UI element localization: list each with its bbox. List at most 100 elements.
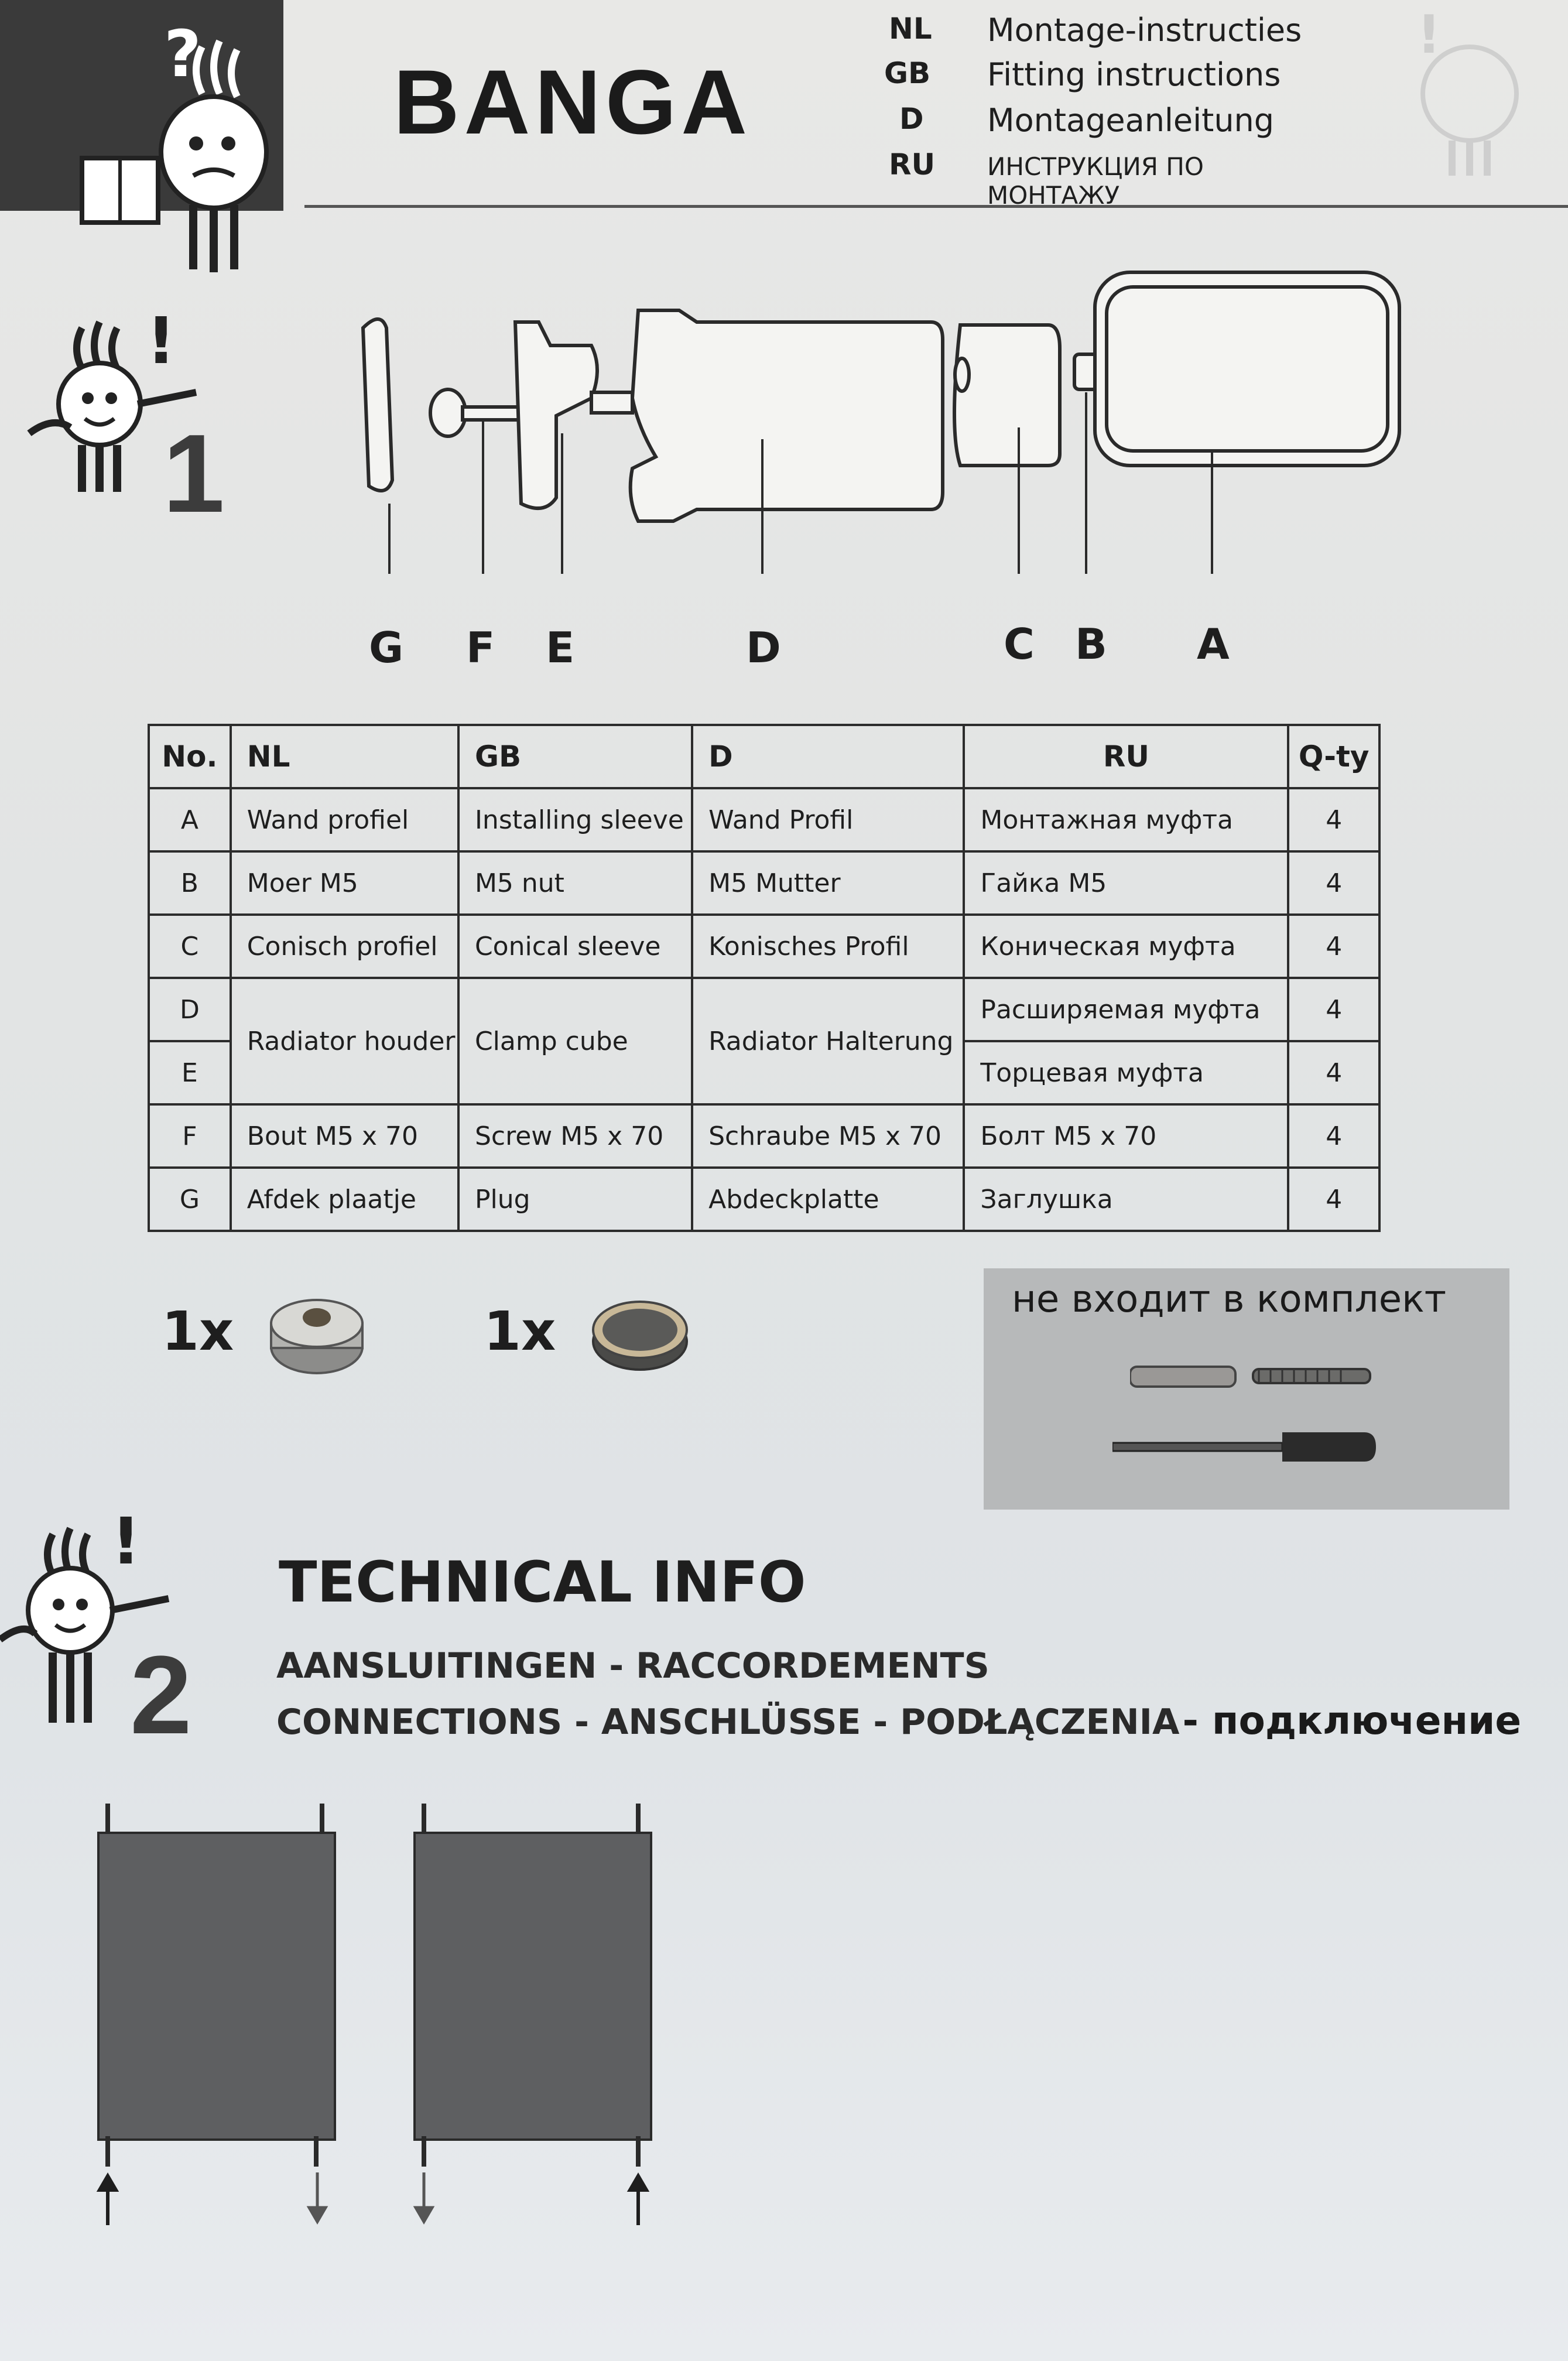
cell-no: A: [148, 787, 232, 853]
radiator-body: [97, 1832, 336, 2141]
cap-plug-icon: [592, 1301, 688, 1371]
cell-qty: 4: [1287, 977, 1381, 1042]
connections-line2-ru: - подключение: [1182, 1698, 1522, 1743]
pipe-stub: [422, 1804, 426, 1834]
table-header: No.: [148, 724, 232, 789]
arrow-down-icon: [413, 2172, 435, 2225]
arrow-down-icon: [306, 2172, 328, 2225]
table-header-row: No. NL GB D RU Q-ty: [148, 724, 1381, 789]
cell-gb: Conical sleeve: [457, 913, 694, 979]
cell-nl: Bout M5 x 70: [229, 1103, 460, 1169]
pipe-stub: [314, 2136, 319, 2167]
cell-ru: Расширяемая муфта: [963, 977, 1290, 1042]
svg-text:!: !: [1417, 6, 1441, 66]
pipe-stub: [422, 2136, 426, 2167]
cell-no: C: [148, 913, 232, 979]
extra-item1-qty: 1x: [162, 1300, 234, 1363]
radiator-diagram-2: [398, 1804, 667, 2225]
part-label-d: D: [746, 623, 781, 672]
cell-d: Schraube M5 x 70: [691, 1103, 966, 1169]
parts-table: No. NL GB D RU Q-ty A Wand profiel Insta…: [148, 724, 1381, 1232]
table-row: D Radiator houder Clamp cube Radiator Ha…: [148, 977, 1381, 1106]
table-row: C Conisch profiel Conical sleeve Konisch…: [148, 913, 1381, 979]
table-header: D: [691, 724, 966, 789]
lang-code: RU: [889, 148, 936, 182]
pipe-stub: [105, 1804, 110, 1834]
part-label-g: G: [369, 623, 404, 672]
cell-d: Radiator Halterung: [691, 977, 966, 1106]
part-label-b: B: [1075, 620, 1107, 669]
cell-no: E: [148, 1040, 232, 1106]
cell-d: M5 Mutter: [691, 850, 966, 916]
lang-text: Montageanleitung: [987, 102, 1275, 139]
table-row: G Afdek plaatje Plug Abdeckplatte Заглуш…: [148, 1166, 1381, 1232]
mascot-question-icon: ?: [80, 23, 269, 272]
mascot-pointing-icon: !: [0, 1504, 170, 1723]
radiator-body: [413, 1832, 652, 2141]
table-header: RU: [963, 724, 1290, 789]
part-label-f: F: [466, 623, 495, 672]
part-label-e: E: [546, 623, 575, 672]
connections-line1: AANSLUITINGEN - RACCORDEMENTS: [276, 1645, 990, 1686]
lang-code: D: [899, 102, 924, 136]
table-header: GB: [457, 724, 694, 789]
part-label-a: A: [1197, 620, 1230, 669]
cell-ru: Торцевая муфта: [963, 1040, 1290, 1106]
not-included-panel: не входит в комплект: [984, 1268, 1509, 1510]
cell-qty: 4: [1287, 850, 1381, 916]
cell-d: Abdeckplatte: [691, 1166, 966, 1232]
cell-gb: Plug: [457, 1166, 694, 1232]
cell-qty: 4: [1287, 787, 1381, 853]
part-label-c: C: [1004, 620, 1035, 669]
screwdriver-icon: [1112, 1432, 1376, 1462]
cell-gb: Clamp cube: [457, 977, 694, 1106]
pipe-stub: [105, 2136, 110, 2167]
cell-d: Konisches Profil: [691, 913, 966, 979]
svg-text:!: !: [146, 304, 176, 378]
cell-no: D: [148, 977, 232, 1042]
cell-qty: 4: [1287, 1040, 1381, 1106]
cell-gb: Screw M5 x 70: [457, 1103, 694, 1169]
connections-line2: CONNECTIONS - ANSCHLÜSSE - PODŁĄCZENIA -…: [276, 1698, 1521, 1743]
cell-ru: Гайка М5: [963, 850, 1290, 916]
pipe-stub: [320, 1804, 324, 1834]
lang-text: Fitting instructions: [987, 56, 1281, 93]
table-header: NL: [229, 724, 460, 789]
header-divider: [304, 205, 1568, 208]
cell-ru: Болт М5 х 70: [963, 1103, 1290, 1169]
not-included-title: не входит в комплект: [1012, 1278, 1446, 1321]
table-row: F Bout M5 x 70 Screw M5 x 70 Schraube M5…: [148, 1103, 1381, 1169]
pipe-stub: [636, 1804, 641, 1834]
lang-code: NL: [889, 12, 932, 46]
cell-nl: Conisch profiel: [229, 913, 460, 979]
cell-ru: Заглушка: [963, 1166, 1290, 1232]
lang-text: ИНСТРУКЦИЯ ПО МОНТАЖУ: [987, 152, 1204, 210]
exploded-assembly-diagram: [361, 271, 1401, 574]
cell-gb: Installing sleeve: [457, 787, 694, 853]
pipe-stub: [636, 2136, 641, 2167]
cell-no: F: [148, 1103, 232, 1169]
lang-text: Montage-instructies: [987, 12, 1302, 49]
valve-insert-icon: [270, 1299, 364, 1374]
radiator-diagram-1: [82, 1804, 351, 2225]
table-header: Q-ty: [1287, 724, 1381, 789]
cell-nl: Radiator houder: [229, 977, 460, 1106]
cell-nl: Moer M5: [229, 850, 460, 916]
mascot-pointing-icon: !: [27, 304, 197, 492]
cell-d: Wand Profil: [691, 787, 966, 853]
cell-gb: M5 nut: [457, 850, 694, 916]
cell-ru: Коническая муфта: [963, 913, 1290, 979]
cell-nl: Wand profiel: [229, 787, 460, 853]
table-row: E Торцевая муфта 4: [148, 1040, 1381, 1106]
table-row: B Moer M5 M5 nut M5 Mutter Гайка М5 4: [148, 850, 1381, 916]
extra-item2-qty: 1x: [484, 1300, 556, 1363]
lang-code: GB: [884, 56, 931, 90]
connections-line2-text: CONNECTIONS - ANSCHLÜSSE - PODŁĄCZENIA: [276, 1702, 1180, 1743]
arrow-up-icon: [626, 2172, 650, 2225]
step1-number: 1: [163, 412, 225, 536]
cell-nl: Afdek plaatje: [229, 1166, 460, 1232]
technical-info-title: TECHNICAL INFO: [279, 1549, 806, 1615]
table-row: A Wand profiel Installing sleeve Wand Pr…: [148, 787, 1381, 853]
arrow-up-icon: [96, 2172, 119, 2225]
cell-qty: 4: [1287, 1166, 1381, 1232]
